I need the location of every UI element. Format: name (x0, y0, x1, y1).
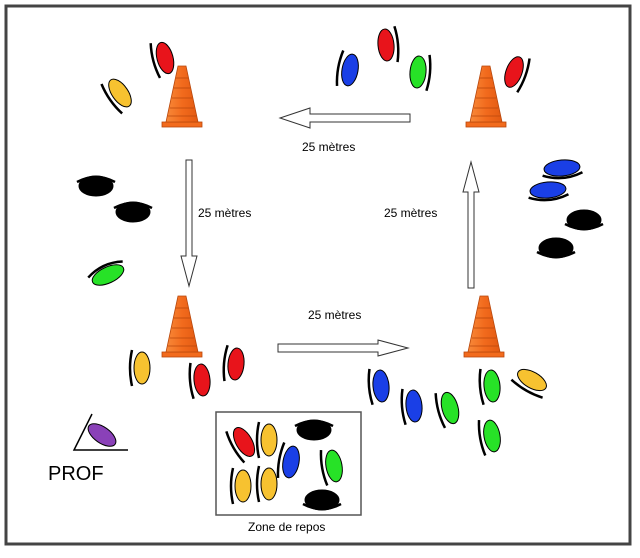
player-icon (76, 175, 116, 197)
coach-label: PROF (48, 463, 104, 485)
player-icon (377, 25, 400, 63)
player-icon (113, 201, 153, 223)
arrow-icon (462, 160, 480, 289)
player-icon (504, 56, 531, 94)
player-icon (149, 41, 175, 79)
player-icon (434, 391, 460, 429)
arrow-icon (277, 339, 410, 357)
player-icon (335, 50, 359, 87)
player-icon (477, 419, 501, 456)
player-icon (255, 421, 278, 459)
player-icon (294, 419, 334, 441)
player-icon (255, 465, 278, 503)
player-icon (229, 467, 252, 505)
player-icon (536, 237, 576, 259)
player-icon (100, 78, 132, 115)
player-icon (276, 442, 300, 479)
player-icon (319, 449, 343, 486)
player-icon (564, 209, 604, 231)
player-icon (367, 368, 390, 406)
player-icon (528, 181, 570, 202)
arrow-icon (278, 107, 411, 129)
player-icon (302, 489, 342, 511)
player-icon (510, 368, 547, 399)
player-icon (478, 368, 501, 406)
distance-label-left: 25 mètres (198, 206, 251, 220)
arrow-icon (180, 159, 198, 288)
distance-label-top: 25 mètres (302, 140, 355, 154)
player-icon (188, 362, 211, 400)
coach-icon (72, 413, 128, 451)
player-icon (542, 159, 584, 180)
player-icon (87, 260, 125, 286)
distance-label-bottom: 25 mètres (308, 308, 361, 322)
rest-zone-label: Zone de repos (248, 520, 325, 534)
player-icon (225, 427, 256, 464)
player-icon (400, 388, 423, 426)
player-icon (409, 54, 432, 92)
distance-label-right: 25 mètres (384, 206, 437, 220)
player-icon (222, 344, 245, 382)
player-icon (128, 349, 151, 387)
